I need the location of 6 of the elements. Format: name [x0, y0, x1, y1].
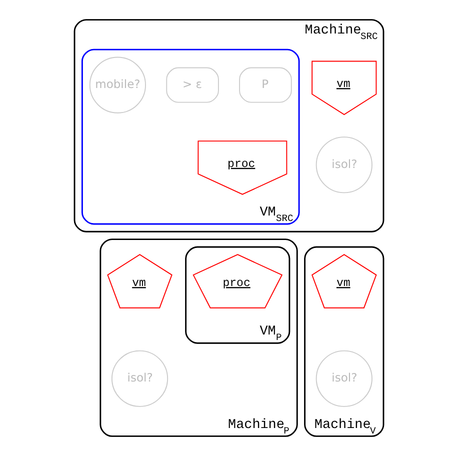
node-box: P [239, 67, 292, 103]
node-circle: isol? [316, 350, 372, 407]
node-circle: isol? [111, 350, 168, 407]
node-circle: isol? [316, 136, 372, 194]
node-box: > ε [166, 67, 219, 103]
node-circle: mobile? [89, 56, 146, 114]
